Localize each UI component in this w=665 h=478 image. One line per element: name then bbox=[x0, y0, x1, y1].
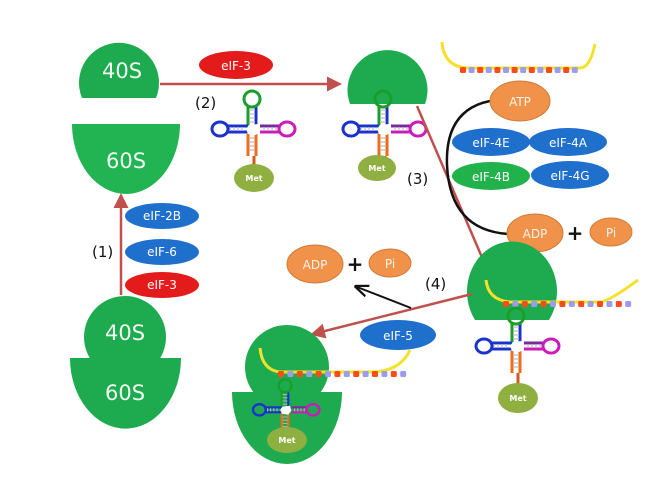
codon-square bbox=[485, 67, 492, 73]
step3-label: (3) bbox=[407, 170, 428, 188]
met-trna-free: Met bbox=[210, 89, 297, 192]
svg-text:Met: Met bbox=[368, 164, 385, 173]
svg-text:eIF-3: eIF-3 bbox=[221, 59, 251, 73]
step1-label: (1) bbox=[92, 243, 113, 261]
svg-text:eIF-2B: eIF-2B bbox=[143, 209, 181, 223]
subunit-label-60s-80s: 60S bbox=[105, 381, 145, 405]
codon-square bbox=[521, 301, 528, 307]
svg-text:eIF-4E: eIF-4E bbox=[472, 136, 509, 150]
svg-text:Pi: Pi bbox=[606, 226, 616, 240]
codon-square bbox=[531, 301, 538, 307]
step2-label: (2) bbox=[195, 94, 216, 112]
initiation-complex-80s: Met bbox=[232, 325, 412, 464]
svg-text:Met: Met bbox=[509, 394, 526, 403]
adp-molecule-step4: ADP bbox=[286, 244, 344, 284]
factor-eif-4e: eIF-4E bbox=[452, 128, 530, 156]
codon-square bbox=[550, 301, 556, 307]
pi-molecule-step3: Pi bbox=[589, 217, 633, 247]
factor-eif-4a: eIF-4A bbox=[529, 128, 607, 156]
codon-square bbox=[334, 371, 341, 377]
preinitiation-complex-43s: Met bbox=[341, 50, 428, 181]
svg-text:eIF-4A: eIF-4A bbox=[549, 136, 588, 150]
codon-square bbox=[381, 371, 388, 377]
plus-sign-step4: + bbox=[347, 252, 364, 276]
svg-text:eIF-5: eIF-5 bbox=[383, 329, 413, 343]
step4-arrow bbox=[310, 292, 473, 339]
svg-text:eIF-3: eIF-3 bbox=[147, 278, 177, 292]
codon-square bbox=[315, 371, 322, 377]
codon-square bbox=[571, 67, 578, 73]
codon-square bbox=[568, 301, 575, 307]
codon-square bbox=[503, 67, 509, 73]
gtp-release-arrow bbox=[357, 287, 412, 309]
codon-square bbox=[287, 371, 294, 377]
codon-square bbox=[528, 67, 535, 73]
codon-square bbox=[343, 371, 350, 377]
subunit-label-60s: 60S bbox=[106, 149, 146, 173]
codon-square bbox=[537, 67, 544, 73]
pi-molecule-step4: Pi bbox=[368, 248, 412, 278]
mrna-free bbox=[440, 41, 597, 73]
factor-eif-6: eIF-6 bbox=[125, 239, 199, 265]
codon-square bbox=[362, 371, 369, 377]
codon-square bbox=[606, 301, 613, 307]
codon-square bbox=[554, 67, 561, 73]
codon-square bbox=[460, 67, 466, 73]
svg-text:eIF-4G: eIF-4G bbox=[550, 169, 589, 183]
subunit-label-40s: 40S bbox=[102, 59, 142, 83]
svg-text:eIF-6: eIF-6 bbox=[147, 245, 177, 259]
codon-square bbox=[494, 67, 501, 73]
factor-eif-4b: eIF-4B bbox=[452, 162, 530, 190]
met-label: Met bbox=[245, 174, 262, 183]
svg-text:Met: Met bbox=[278, 436, 295, 445]
codon-square bbox=[511, 67, 518, 73]
factor-eif-2b: eIF-2B bbox=[125, 203, 199, 229]
adp-molecule-step3: ADP bbox=[506, 213, 564, 253]
large-subunit-60s-free: 60S bbox=[72, 124, 180, 194]
svg-text:ADP: ADP bbox=[523, 227, 548, 241]
codon-square bbox=[615, 301, 622, 307]
codon-square bbox=[587, 301, 594, 307]
step3-arrow bbox=[415, 105, 493, 279]
step4-label: (4) bbox=[425, 275, 446, 293]
atp-hydrolysis-curve bbox=[445, 99, 509, 236]
plus-sign-step3: + bbox=[567, 221, 584, 245]
codon-square bbox=[546, 67, 552, 73]
svg-text:Pi: Pi bbox=[385, 257, 395, 271]
small-subunit-40s-free: 40S bbox=[79, 42, 159, 98]
factor-eif-4g: eIF-4G bbox=[531, 161, 609, 189]
codon-square bbox=[563, 67, 570, 73]
codon-square bbox=[468, 67, 475, 73]
codon-square bbox=[512, 301, 519, 307]
scanning-complex-48s: Met bbox=[466, 241, 639, 413]
codon-square bbox=[306, 371, 313, 377]
codon-square bbox=[503, 301, 509, 307]
codon-square bbox=[520, 67, 527, 73]
svg-text:ADP: ADP bbox=[303, 258, 328, 272]
codon-square bbox=[625, 301, 632, 307]
codon-square bbox=[540, 301, 547, 307]
codon-square bbox=[390, 371, 397, 377]
subunit-label-40s-80s: 40S bbox=[105, 321, 145, 345]
svg-text:ATP: ATP bbox=[509, 95, 531, 109]
codon-square bbox=[400, 371, 407, 377]
atp-molecule: ATP bbox=[489, 80, 551, 122]
codon-square bbox=[559, 301, 566, 307]
codon-square bbox=[325, 371, 331, 377]
ribosome-80s-complex: 40S 60S bbox=[70, 296, 181, 429]
codon-square bbox=[296, 371, 303, 377]
codon-square bbox=[597, 301, 603, 307]
svg-text:eIF-4B: eIF-4B bbox=[472, 170, 510, 184]
codon-square bbox=[477, 67, 484, 73]
codon-square bbox=[578, 301, 585, 307]
factor-eif-3-step2: eIF-3 bbox=[199, 51, 273, 79]
codon-square bbox=[372, 371, 378, 377]
factor-eif-3-step1: eIF-3 bbox=[125, 272, 199, 298]
codon-square bbox=[353, 371, 360, 377]
codon-square bbox=[278, 371, 284, 377]
factor-eif-5: eIF-5 bbox=[360, 320, 436, 350]
